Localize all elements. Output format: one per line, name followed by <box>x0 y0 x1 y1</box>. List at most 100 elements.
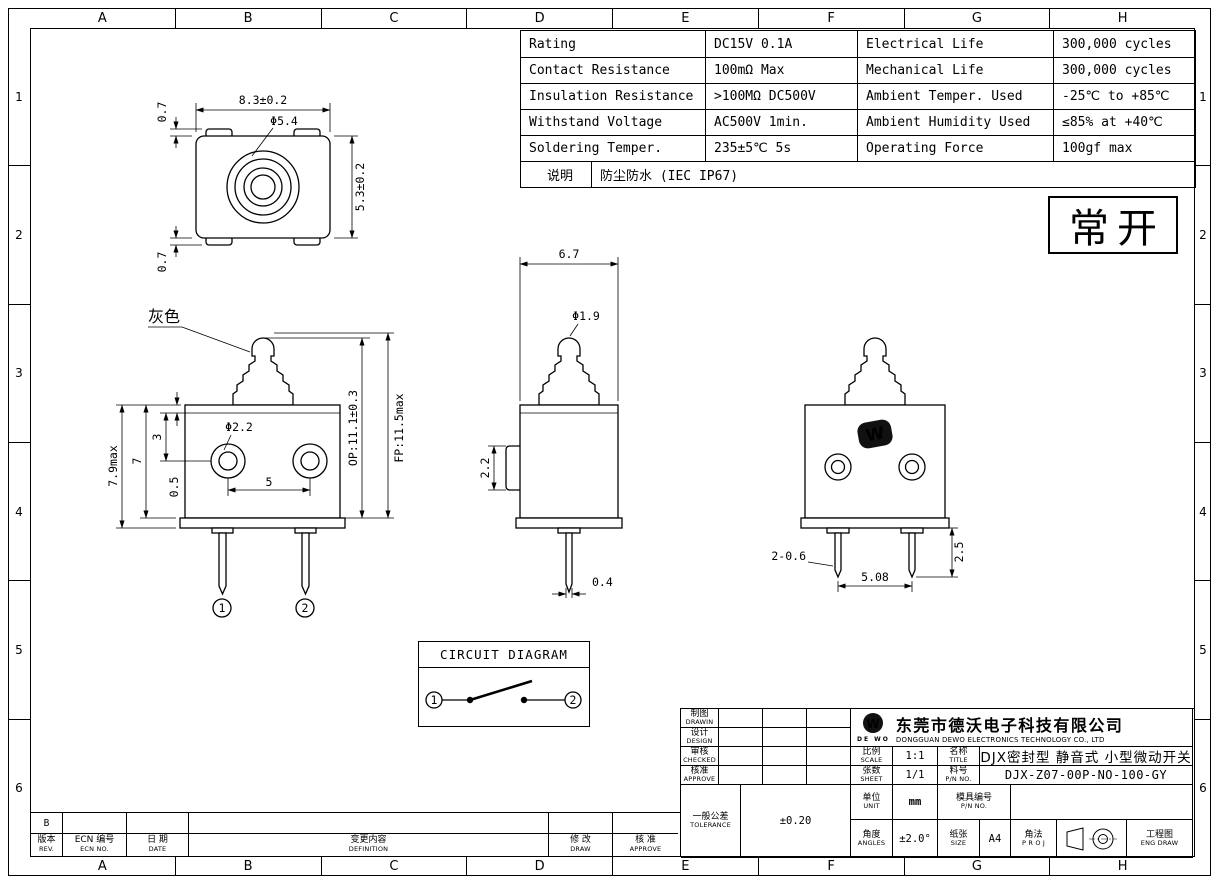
col-label: F <box>757 857 904 876</box>
label-en: TITLE <box>949 756 968 765</box>
signature-cell <box>807 766 851 785</box>
row-label: 3 <box>1195 303 1211 442</box>
front-view: 灰色 1 2 7.9max 7 <box>106 307 406 618</box>
spec-param: Mechanical Life <box>857 58 1053 83</box>
drawing-title: DJX密封型 静音式 小型微动开关 <box>980 747 1193 766</box>
spec-value: 100mΩ Max <box>705 58 857 83</box>
mold-number-value <box>1011 785 1193 820</box>
company-name-cn: 东莞市德沃电子科技有限公司 <box>895 715 1124 735</box>
signature-cell <box>807 709 851 728</box>
spec-value: 100gf max <box>1053 136 1195 161</box>
spec-param: Insulation Resistance <box>529 89 694 104</box>
label-cn: 设计 <box>690 728 709 739</box>
col-label: G <box>903 8 1050 28</box>
spec-row: Soldering Temper. 235±5℃ 5s Operating Fo… <box>521 135 1195 161</box>
label-en: SIZE <box>950 838 967 847</box>
spec-param: Operating Force <box>857 136 1053 161</box>
dim-text: 2-0.6 <box>771 549 806 563</box>
label-en: DESIGN <box>686 737 713 746</box>
label-en: APPROVE <box>683 775 716 784</box>
back-view: W 2-0.6 5.08 2.5 <box>771 337 966 592</box>
row-label: 3 <box>8 303 30 442</box>
dim-text: 2.2 <box>478 458 492 479</box>
col-label: E <box>612 857 758 876</box>
spec-value: 300,000 cycles <box>1053 31 1195 57</box>
dim-text: 0.7 <box>155 102 169 123</box>
projection-symbol-cell <box>1057 820 1127 858</box>
rev-mark: B <box>31 813 62 834</box>
spec-param: Ambient Humidity Used <box>857 110 1053 135</box>
spec-value: AC500V 1min. <box>705 110 857 135</box>
dim-text: 6.7 <box>559 247 580 261</box>
company-cell: W DE WO 东莞市德沃电子科技有限公司 DONGGUAN DEWO ELEC… <box>851 709 1193 747</box>
dim-text: 2.5 <box>952 542 966 563</box>
scale-value: 1:1 <box>893 747 938 766</box>
row-label: 5 <box>8 580 30 718</box>
dim-text: 5 <box>266 475 273 489</box>
row-label: 1 <box>15 89 23 104</box>
circuit-schematic: 1 2 <box>425 679 582 709</box>
col-label: C <box>320 8 467 28</box>
col-label: B <box>174 8 321 28</box>
col-label: B <box>174 857 321 876</box>
label-cn: 核准 <box>690 766 709 777</box>
label-en: DEFINITION <box>348 844 389 853</box>
col-label: H <box>1049 8 1195 28</box>
spec-row: Contact Resistance 100mΩ Max Mechanical … <box>521 57 1195 83</box>
normally-open-stamp: 常开 <box>1048 196 1178 254</box>
dim-text: 0.4 <box>592 575 613 589</box>
col-label: A <box>97 859 107 874</box>
label-en: SCALE <box>860 756 883 765</box>
color-label: 灰色 <box>148 307 180 326</box>
spec-param: Ambient Temper. Used <box>857 84 1053 109</box>
dewo-logo-mark: W <box>857 419 893 449</box>
label-en: P/N NO. <box>945 775 972 784</box>
row-label: 6 <box>1195 718 1211 857</box>
frame-left-band: 1 2 3 4 5 6 <box>8 28 30 857</box>
terminal-number: 1 <box>431 693 438 707</box>
label-cn: 工程图 <box>1145 829 1173 840</box>
col-label: F <box>757 8 904 28</box>
label-cn: 日 期 <box>147 834 168 845</box>
label-en: DRAW <box>570 844 591 853</box>
dim-text: 0.7 <box>155 252 169 273</box>
label-en: APPROVE <box>629 844 662 853</box>
unit-value: mm <box>893 785 938 820</box>
spec-param: Soldering Temper. <box>529 141 663 156</box>
label-cn: 角度 <box>862 829 881 840</box>
angles-value: ±2.0° <box>893 820 938 858</box>
label-cn: ECN 编号 <box>74 834 115 845</box>
label-cn: 角法 <box>1024 829 1043 840</box>
frame-bottom-band: A B C D E F G H <box>30 857 1195 876</box>
signature-cell <box>719 709 763 728</box>
label-en: ANGLES <box>857 838 886 847</box>
label-cn: 比例 <box>862 747 881 758</box>
svg-text:W: W <box>867 717 880 731</box>
spec-note-label: 说明 <box>546 169 573 184</box>
dim-text: 3 <box>150 433 164 440</box>
label-en: DRAWIN <box>685 718 714 727</box>
spec-row: Insulation Resistance >100MΩ DC500V Ambi… <box>521 83 1195 109</box>
third-angle-projection-icon <box>1066 826 1117 851</box>
spec-value: -25℃ to +85℃ <box>1053 84 1195 109</box>
